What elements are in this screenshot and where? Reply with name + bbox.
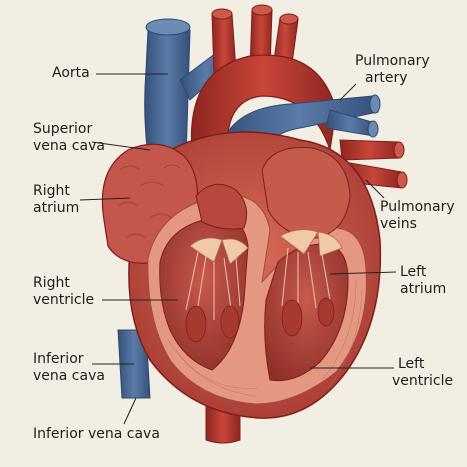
label-line: artery: [365, 70, 408, 86]
label-inferior-vena-cava-side: Inferior vena cava: [33, 351, 105, 385]
label-line: Pulmonary: [355, 53, 430, 69]
pulmonary-vein: [339, 139, 401, 161]
label-line: vena cava: [33, 138, 105, 154]
label-line: Superior: [33, 121, 93, 137]
label-left-atrium: Left atrium: [400, 264, 446, 298]
label-line: atrium: [33, 200, 80, 216]
label-superior-vena-cava: Superior vena cava: [33, 121, 105, 155]
label-line: Right: [33, 183, 70, 199]
label-right-ventricle: Right ventricle: [33, 275, 94, 309]
label-right-atrium: Right atrium: [33, 183, 79, 217]
label-pulmonary-veins: Pulmonary veins: [380, 199, 455, 233]
label-left-ventricle: Left ventricle: [392, 356, 453, 390]
leader-lines: [79, 73, 397, 425]
label-line: vena cava: [33, 368, 105, 384]
label-line: ventricle: [392, 373, 454, 389]
label-pulmonary-artery: Pulmonary artery: [355, 53, 430, 87]
label-inferior-vena-cava-bottom: Inferior vena cava: [33, 426, 160, 442]
label-line: atrium: [400, 281, 447, 297]
label-line: Left: [400, 264, 427, 280]
heart-valves: [189, 229, 343, 265]
label-line: veins: [380, 216, 417, 232]
label-aorta: Aorta: [52, 65, 90, 81]
label-line: Inferior: [33, 351, 84, 367]
label-line: Pulmonary: [380, 199, 455, 215]
label-line: Right: [33, 275, 70, 291]
label-line: ventricle: [33, 292, 95, 308]
label-line: Left: [398, 356, 425, 372]
